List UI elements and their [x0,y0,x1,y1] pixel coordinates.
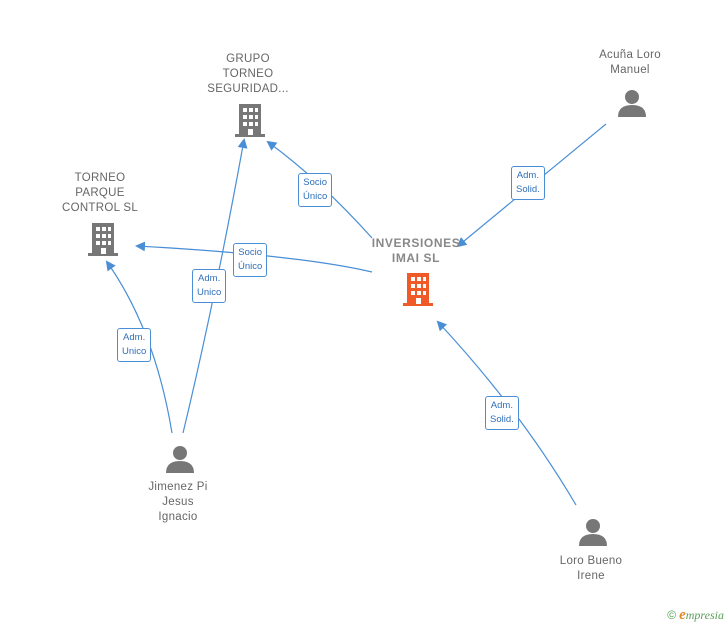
node-label-inversiones[interactable]: INVERSIONES IMAI SL [356,236,476,266]
person-icon[interactable] [164,443,196,475]
person-icon[interactable] [577,516,609,548]
building-icon[interactable] [86,221,120,257]
node-label-line: Acuña Loro [599,49,661,61]
node-label-line: IMAI SL [391,251,441,265]
node-label-line: Ignacio [158,511,198,523]
node-label-line: Jesus [162,496,194,508]
building-icon[interactable] [233,102,267,138]
edge-label-socio-torneo[interactable]: Socio Único [233,243,268,277]
edge-label-line: Unico [197,287,222,298]
node-label-line: Loro Bueno [559,555,623,567]
node-label-acuna[interactable]: Acuña Loro Manuel [570,48,690,78]
node-label-line: CONTROL SL [61,202,139,214]
edge-label-line: Socio [303,177,328,188]
edge-label-line: Adm. [198,273,221,284]
copyright-icon: © [667,608,677,622]
edge-label-adm-jimenez-grupo[interactable]: Adm. Unico [192,269,227,303]
brand-footer: ©empresia [667,607,724,624]
edge-label-line: Único [303,191,328,202]
person-icon[interactable] [616,87,648,119]
edge-label-line: Único [238,261,263,272]
edge-label-line: Adm. [516,170,539,181]
edge-label-line: Adm. [123,332,146,343]
node-label-line: SEGURIDAD... [207,83,289,95]
edge-label-adm-acuna[interactable]: Adm. Solid. [511,166,545,200]
brand-name: mpresia [685,608,724,622]
node-label-line: Manuel [610,64,650,76]
node-label-line: TORNEO [74,172,126,184]
edge-label-adm-loro[interactable]: Adm. Solid. [485,396,519,430]
node-label-line: INVERSIONES [371,236,461,250]
edge-label-line: Solid. [490,414,514,425]
node-label-loro[interactable]: Loro Bueno Irene [531,554,651,584]
edge-label-socio-grupo[interactable]: Socio Único [298,173,333,207]
node-label-line: PARQUE [75,187,125,199]
edge-label-line: Unico [122,346,147,357]
edge-label-line: Socio [238,247,263,258]
brand-initial: e [679,607,686,623]
edge-label-line: Solid. [516,184,540,195]
node-label-torneo-parque[interactable]: TORNEO PARQUE CONTROL SL [40,171,160,216]
edge-label-adm-jimenez-torneo[interactable]: Adm. Unico [117,328,152,362]
node-label-grupo[interactable]: GRUPO TORNEO SEGURIDAD... [188,52,308,97]
node-label-line: TORNEO [222,68,274,80]
node-label-line: Irene [577,570,605,582]
building-icon[interactable] [401,271,435,307]
edge-line-socio-torneo [135,241,373,273]
node-label-jimenez[interactable]: Jimenez Pi Jesus Ignacio [118,480,238,525]
edge-label-line: Adm. [490,400,513,411]
node-label-line: Jimenez Pi [148,481,208,493]
node-label-line: GRUPO [226,53,270,65]
